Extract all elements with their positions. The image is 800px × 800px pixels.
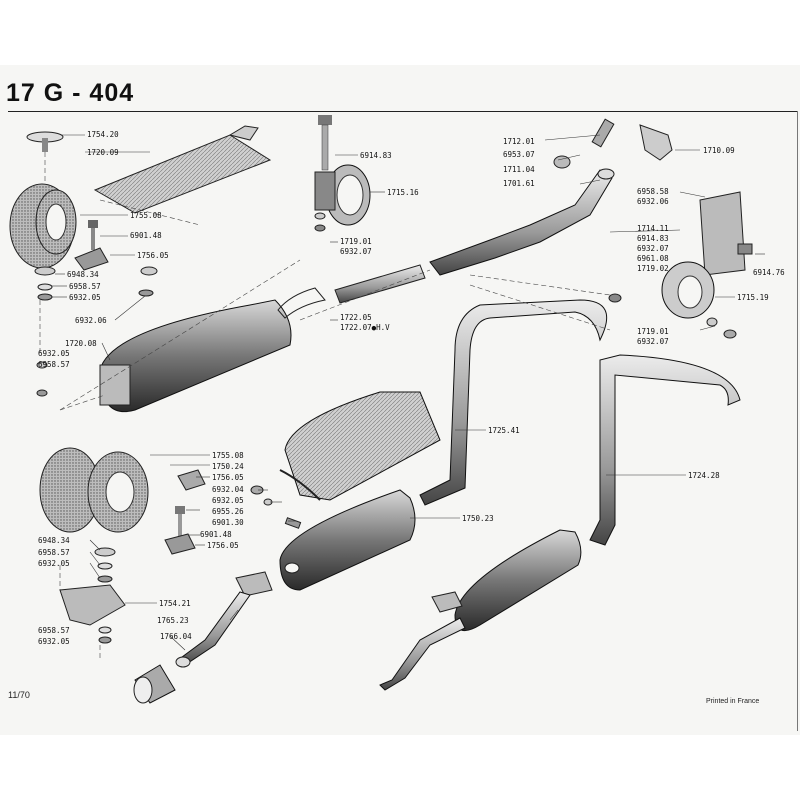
callout-1722-05: 1722.05 — [340, 313, 372, 322]
callout-6932-04: 6932.04 — [212, 485, 244, 494]
callout-6901-48: 6901.48 — [130, 231, 162, 240]
tail-extension — [133, 571, 273, 704]
callout-6953-07: 6953.07 — [503, 150, 535, 159]
bolt-upper — [74, 220, 109, 271]
flexible-pipes — [277, 264, 426, 319]
callout-1754-20: 1754.20 — [87, 130, 119, 139]
callout-1714-11: 1714.11 — [637, 224, 669, 233]
callout-1765-23: 1765.23 — [157, 616, 189, 625]
callout-6914-83: 6914.83 — [360, 151, 392, 160]
callout-6958-58: 6958.58 — [637, 187, 669, 196]
rubber-rings-lower — [39, 447, 149, 533]
right-bracket — [608, 191, 753, 339]
header-rule — [8, 111, 798, 112]
callout-1715-19: 1715.19 — [737, 293, 769, 302]
callout-6958-57-b: 6958.57 — [38, 360, 70, 369]
assembly-dash-lines — [39, 152, 611, 660]
page-number: 11/70 — [8, 690, 30, 700]
callout-6932-07-c: 6932.07 — [637, 337, 669, 346]
heat-shield-upper — [93, 125, 272, 214]
callout-1724-28: 1724.28 — [688, 471, 720, 480]
callout-6932-05-b: 6932.05 — [38, 349, 70, 358]
callout-1756-05-b: 1756.05 — [212, 473, 244, 482]
callout-6932-07: 6932.07 — [340, 247, 372, 256]
clamp-ring-front — [314, 115, 371, 232]
frame-rule-right — [797, 111, 798, 731]
callout-6958-57-d: 6958.57 — [38, 626, 70, 635]
front-clamps — [553, 118, 673, 169]
callout-1766-04: 1766.04 — [160, 632, 192, 641]
callout-6901-48-b: 6901.48 — [200, 530, 232, 539]
callout-1750-24: 1750.24 — [212, 462, 244, 471]
callout-1720-08: 1720.08 — [65, 339, 97, 348]
callout-1725-41: 1725.41 — [488, 426, 520, 435]
callout-1701-61: 1701.61 — [503, 179, 535, 188]
callout-1719-01-b: 1719.01 — [637, 327, 669, 336]
callout-1710-09: 1710.09 — [703, 146, 735, 155]
callout-1755-08-b: 1755.08 — [212, 451, 244, 460]
callout-1719-02: 1719.02 — [637, 264, 669, 273]
callout-1754-21: 1754.21 — [159, 599, 191, 608]
callout-6961-08: 6961.08 — [637, 254, 669, 263]
intermediate-pipe — [589, 354, 741, 546]
callout-6932-07-b: 6932.07 — [637, 244, 669, 253]
page-title: 17 G - 404 — [6, 79, 135, 107]
heat-shield-lower — [279, 391, 441, 501]
callout-6932-05-d: 6932.05 — [38, 559, 70, 568]
washers-upper-left — [34, 266, 158, 301]
callout-6958-57-c: 6958.57 — [38, 548, 70, 557]
leader-lines — [52, 134, 765, 651]
callout-6932-05-c: 6932.05 — [212, 496, 244, 505]
washer-top — [26, 131, 64, 152]
callout-6914-76: 6914.76 — [753, 268, 785, 277]
callout-6932-05-e: 6932.05 — [38, 637, 70, 646]
rear-tailpipe — [419, 299, 608, 506]
rubber-ring-upper — [9, 183, 77, 269]
callout-6932-06: 6932.06 — [75, 316, 107, 325]
front-silencer — [279, 489, 416, 591]
callout-6932-05: 6932.05 — [69, 293, 101, 302]
callout-1755-08: 1755.08 — [130, 211, 162, 220]
front-downpipe — [429, 168, 615, 276]
callout-1712-01: 1712.01 — [503, 137, 535, 146]
callout-6955-26: 6955.26 — [212, 507, 244, 516]
callout-1756-05-c: 1756.05 — [207, 541, 239, 550]
callout-6901-30: 6901.30 — [212, 518, 244, 527]
callout-6958-57: 6958.57 — [69, 282, 101, 291]
rear-silencer — [36, 299, 292, 412]
callout-1715-16: 1715.16 — [387, 188, 419, 197]
callout-1711-04: 1711.04 — [503, 165, 535, 174]
callout-1756-05: 1756.05 — [137, 251, 169, 260]
printed-in-france: Printed in France — [706, 698, 760, 705]
callout-1750-23: 1750.23 — [462, 514, 494, 523]
lower-mount-hardware — [59, 469, 302, 644]
callout-1719-01: 1719.01 — [340, 237, 372, 246]
main-rear-silencer — [379, 529, 582, 691]
callout-1720-09: 1720.09 — [87, 148, 119, 157]
callout-6948-34-b: 6948.34 — [38, 536, 70, 545]
callout-6948-34: 6948.34 — [67, 270, 99, 279]
callout-1722-07: 1722.07●H.V — [340, 323, 390, 332]
callout-6932-06-b: 6932.06 — [637, 197, 669, 206]
callout-6914-83-b: 6914.83 — [637, 234, 669, 243]
